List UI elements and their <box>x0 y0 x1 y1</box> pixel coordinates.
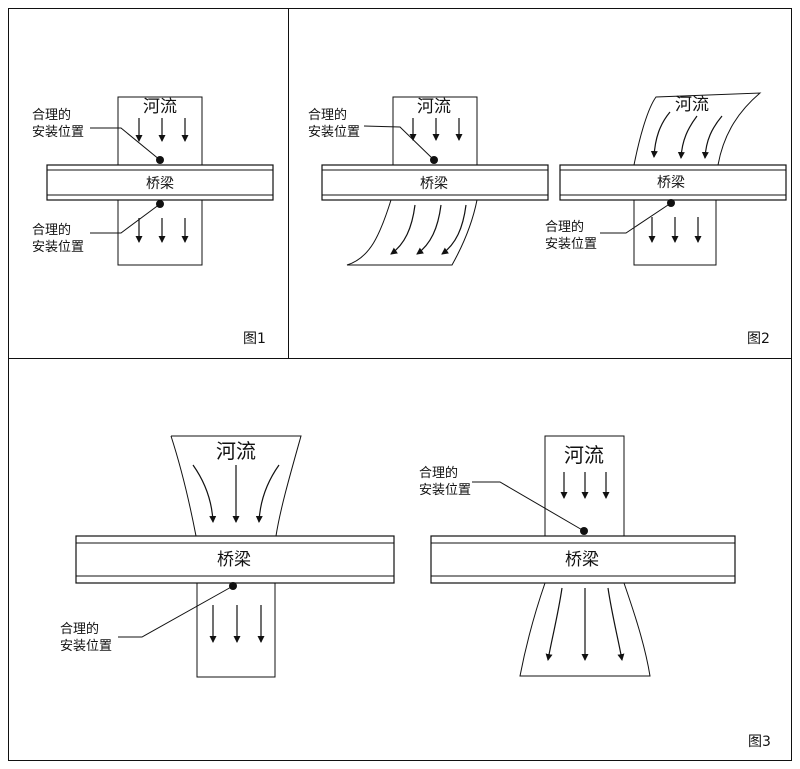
leader-line <box>90 127 161 161</box>
river-channel-upstream <box>170 435 302 537</box>
flow-arrows <box>648 111 723 243</box>
panel-frames <box>8 8 792 761</box>
install-label: 安装位置 <box>60 639 112 654</box>
flow-arrows <box>135 118 189 243</box>
river-channel-downstream <box>196 582 276 678</box>
install-label: 合理的 <box>32 107 71 123</box>
flow-arrow <box>677 115 698 159</box>
figure-label: 图1 <box>243 331 266 347</box>
leader-line <box>600 202 672 234</box>
flow-arrow <box>650 111 671 158</box>
river-label: 河流 <box>417 97 451 117</box>
figure-label: 图2 <box>747 331 770 347</box>
panel-3-right: 河流 桥梁 合理的 安装位置 图3 <box>419 435 771 750</box>
install-label: 安装位置 <box>32 240 84 255</box>
flow-arrow <box>390 204 416 255</box>
panel-3-frame <box>8 358 792 761</box>
panel-2-left: 河流 桥梁 合理的 安装位置 <box>308 96 549 266</box>
flow-arrows <box>192 464 280 643</box>
leader-line <box>90 203 161 234</box>
river-channel-downstream <box>633 200 717 266</box>
bridge-label: 桥梁 <box>217 550 251 570</box>
bridge-deck <box>321 164 549 201</box>
bridge-label: 桥梁 <box>657 175 685 191</box>
flow-arrows <box>390 118 467 255</box>
river-channel-downstream <box>519 582 651 677</box>
panel-3-left: 河流 桥梁 合理的 安装位置 <box>60 435 395 678</box>
install-label: 安装位置 <box>308 125 360 140</box>
flow-arrow <box>192 464 217 523</box>
bridge-deck <box>75 535 395 584</box>
flow-arrow <box>441 204 467 255</box>
install-label: 合理的 <box>32 222 71 238</box>
bridge-deck <box>46 164 274 201</box>
install-label: 合理的 <box>60 621 99 637</box>
leader-line <box>472 481 585 532</box>
install-label: 安装位置 <box>419 483 471 498</box>
leader-line <box>118 585 234 638</box>
bridge-label: 桥梁 <box>565 550 599 570</box>
bridge-deck <box>559 164 787 201</box>
install-label: 合理的 <box>308 107 347 123</box>
river-channel-upstream <box>392 96 478 165</box>
install-label: 合理的 <box>419 465 458 481</box>
flow-arrow <box>607 587 625 661</box>
river-channel-upstream <box>544 435 625 536</box>
flow-arrow <box>416 204 442 255</box>
river-channel-downstream <box>346 199 478 266</box>
river-label: 河流 <box>564 443 604 467</box>
river-label: 河流 <box>675 95 709 115</box>
figure-label: 图3 <box>748 734 771 750</box>
flow-arrows <box>545 472 625 661</box>
bridge-label: 桥梁 <box>420 176 448 192</box>
flow-arrow <box>545 587 563 661</box>
flow-arrow <box>255 464 280 523</box>
flow-arrow <box>701 115 723 159</box>
river-label: 河流 <box>143 97 177 117</box>
leader-line <box>363 125 435 161</box>
river-channel-upstream <box>633 92 762 166</box>
panel-2-right: 河流 桥梁 合理的 安装位置 图2 <box>545 92 787 347</box>
bridge-deck <box>430 535 736 584</box>
bridge-label: 桥梁 <box>146 176 174 192</box>
install-label: 安装位置 <box>545 237 597 252</box>
install-label: 安装位置 <box>32 125 84 140</box>
install-label: 合理的 <box>545 219 584 235</box>
river-label: 河流 <box>216 439 256 463</box>
panel-1: 河流 桥梁 合理的 安装位置 合理的 安装位置 图1 <box>32 96 274 347</box>
